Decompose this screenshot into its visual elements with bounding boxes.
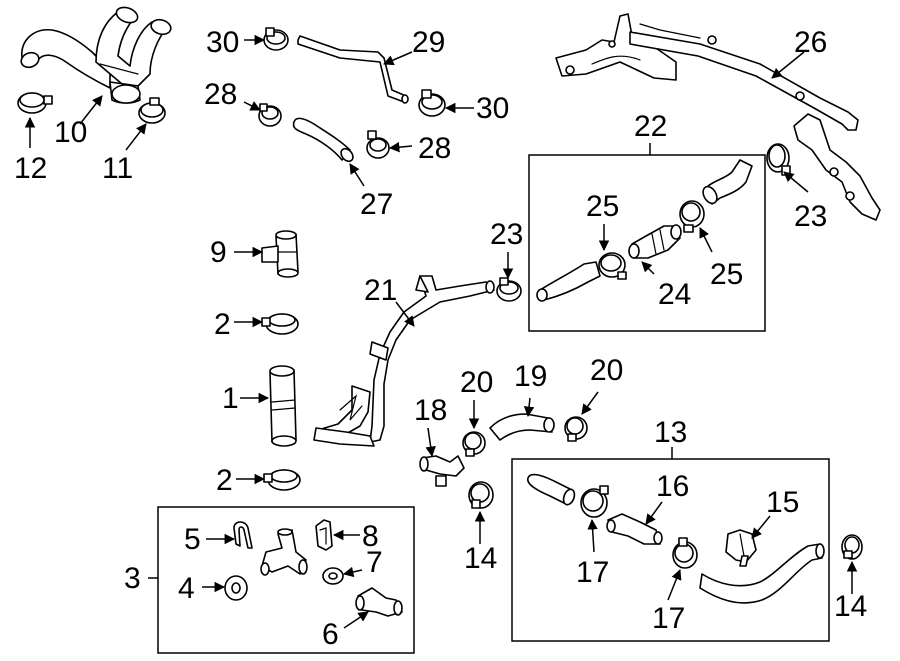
kit-frame-13 — [511, 458, 830, 642]
callout-6: 6 — [322, 618, 339, 651]
callout-10: 10 — [54, 116, 87, 149]
clip-part-5 — [233, 521, 253, 549]
hose-part-19 — [489, 413, 555, 441]
clamp-part-25-upper — [679, 200, 705, 233]
callout-12: 12 — [14, 152, 47, 185]
hose-in-kit-22-right — [702, 159, 753, 205]
callout-3: 3 — [124, 562, 141, 595]
callout-5: 5 — [184, 523, 201, 556]
callout-17-right: 17 — [652, 602, 685, 635]
callout-25-left: 25 — [586, 190, 619, 223]
coolant-pipe-part-21 — [313, 275, 495, 447]
clamp-part-23-left — [496, 277, 522, 302]
callout-15: 15 — [766, 486, 799, 519]
clamp-part-17-left — [580, 485, 609, 518]
clamp-part-17-right — [672, 537, 698, 569]
callout-28-right: 28 — [418, 132, 451, 165]
callout-20-left: 20 — [460, 366, 493, 399]
pipe-part-29 — [297, 35, 409, 104]
sensor-part-15 — [725, 529, 757, 567]
callout-20-right: 20 — [590, 354, 623, 387]
clamp-part-11 — [138, 97, 166, 124]
callout-14-right: 14 — [834, 590, 867, 623]
callout-22: 22 — [634, 110, 667, 143]
callout-11: 11 — [102, 152, 133, 185]
callout-13: 13 — [654, 416, 687, 449]
callout-23-right: 23 — [794, 200, 827, 233]
clamp-part-25-lower — [598, 252, 627, 280]
clamp-part-30-upper — [263, 27, 289, 51]
clamp-part-2-upper — [261, 313, 299, 335]
clamp-part-20-right — [564, 416, 588, 442]
callout-25-right: 25 — [710, 258, 743, 291]
callout-28-left: 28 — [204, 78, 237, 111]
washer-part-4 — [224, 575, 248, 601]
hose-in-kit-22-left — [536, 261, 601, 302]
bracket-pipe-part-26 — [555, 13, 881, 221]
radiator-hose-part-10 — [20, 6, 172, 104]
callout-17-left: 17 — [576, 556, 609, 589]
kit-frame-3 — [157, 506, 415, 654]
clamp-part-28-lower — [366, 130, 390, 159]
callout-19: 19 — [514, 360, 547, 393]
callout-23-left: 23 — [490, 218, 523, 251]
callout-7: 7 — [366, 546, 383, 579]
clamp-part-20-left — [462, 431, 486, 457]
kit-frame-22 — [528, 154, 766, 332]
clamp-part-14-right — [841, 534, 863, 560]
clip-part-8 — [315, 519, 333, 551]
callout-1: 1 — [222, 382, 239, 415]
callout-27: 27 — [360, 188, 393, 221]
callout-2-bottom: 2 — [216, 464, 233, 497]
callout-8: 8 — [362, 520, 379, 553]
fitting-part-16 — [606, 513, 663, 545]
clamp-part-23-right — [766, 143, 791, 176]
callout-30-right: 30 — [476, 92, 509, 125]
clamp-part-30-lower — [418, 89, 446, 117]
callout-numbers: 12 10 11 30 29 30 28 28 27 26 22 23 25 2… — [14, 26, 867, 651]
clamp-part-12 — [17, 92, 53, 114]
clamp-part-2-lower — [263, 469, 301, 491]
callout-29: 29 — [412, 26, 445, 59]
connector-part-24 — [628, 224, 682, 259]
callout-4: 4 — [178, 572, 195, 605]
callout-21: 21 — [364, 274, 397, 307]
callout-18: 18 — [414, 394, 447, 427]
callout-16: 16 — [656, 470, 689, 503]
tee-fitting-part-9 — [261, 230, 299, 278]
washer-part-7 — [322, 567, 344, 585]
clamp-part-14-left — [468, 481, 494, 509]
clamp-part-28-upper — [258, 103, 282, 127]
fitting-part-18 — [419, 455, 465, 487]
tube-part-1 — [269, 365, 297, 447]
callout-26: 26 — [794, 26, 827, 59]
bleeder-part-6 — [355, 587, 403, 617]
callout-14-left: 14 — [464, 542, 497, 575]
hose-part-in-kit-13 — [699, 543, 825, 604]
hose-part-27 — [292, 117, 354, 163]
leader-arrows — [24, 34, 858, 629]
tube-in-kit-13 — [526, 473, 576, 506]
callout-2-top: 2 — [214, 308, 231, 341]
tee-part-in-kit-3 — [260, 528, 308, 576]
callout-30-top: 30 — [206, 26, 239, 59]
callout-24: 24 — [658, 278, 691, 311]
callout-9: 9 — [210, 236, 227, 269]
